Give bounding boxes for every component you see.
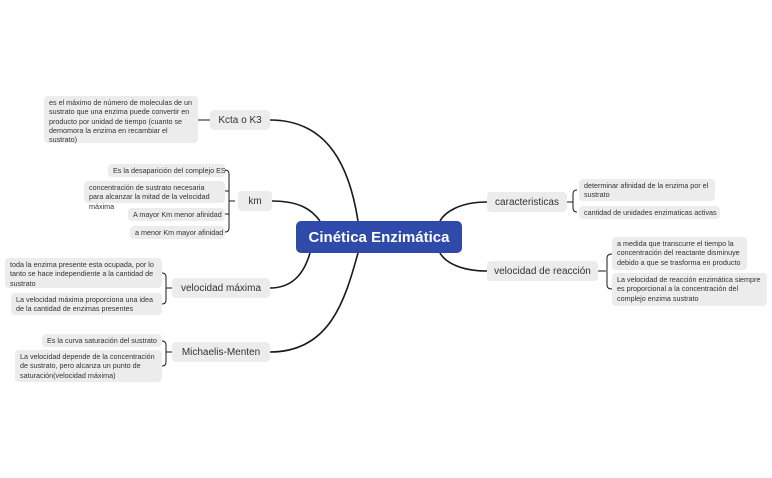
km-note-concentracion[interactable]: concentración de sustrato necesaria para… (84, 181, 225, 211)
topic-michaelis-menten[interactable]: Michaelis-Menten (172, 342, 270, 362)
topic-velocidad-maxima[interactable]: velocidad máxima (172, 278, 270, 298)
kcat-definition-note[interactable]: es el máximo de número de moleculas de u… (44, 96, 198, 144)
caract-note-unidades[interactable]: cantidad de unidades enzimaticas activas (579, 206, 720, 219)
vmax-note-idea[interactable]: La velocidad máxima proporciona una idea… (11, 293, 162, 315)
topic-caracteristicas[interactable]: caracteristicas (487, 192, 567, 212)
km-note-mayor[interactable]: A mayor Km menor afinidad (128, 208, 225, 221)
vmax-note-ocupada[interactable]: toda la enzima presente esta ocupada, po… (5, 258, 162, 288)
mm-note-saturacion[interactable]: La velocidad depende de la concentración… (15, 350, 162, 382)
central-topic[interactable]: Cinética Enzimática (296, 221, 462, 253)
caract-note-afinidad[interactable]: determinar afinidad de la enzima por el … (579, 179, 715, 201)
vreac-note-tiempo[interactable]: a medida que transcurre el tiempo la con… (612, 237, 747, 270)
topic-kcat[interactable]: Kcta o K3 (210, 110, 270, 130)
topic-km[interactable]: km (238, 191, 272, 211)
topic-velocidad-reaccion[interactable]: velocidad de reacción (487, 261, 598, 281)
vreac-note-proporcional[interactable]: La velocidad de reacción enzimática siem… (612, 273, 767, 306)
km-note-menor[interactable]: a menor Km mayor afinidad (130, 226, 225, 239)
km-note-desaparicion[interactable]: Es la desaparición del complejo ES (108, 164, 226, 177)
mm-note-curva[interactable]: Es la curva saturación del sustrato (42, 334, 162, 347)
